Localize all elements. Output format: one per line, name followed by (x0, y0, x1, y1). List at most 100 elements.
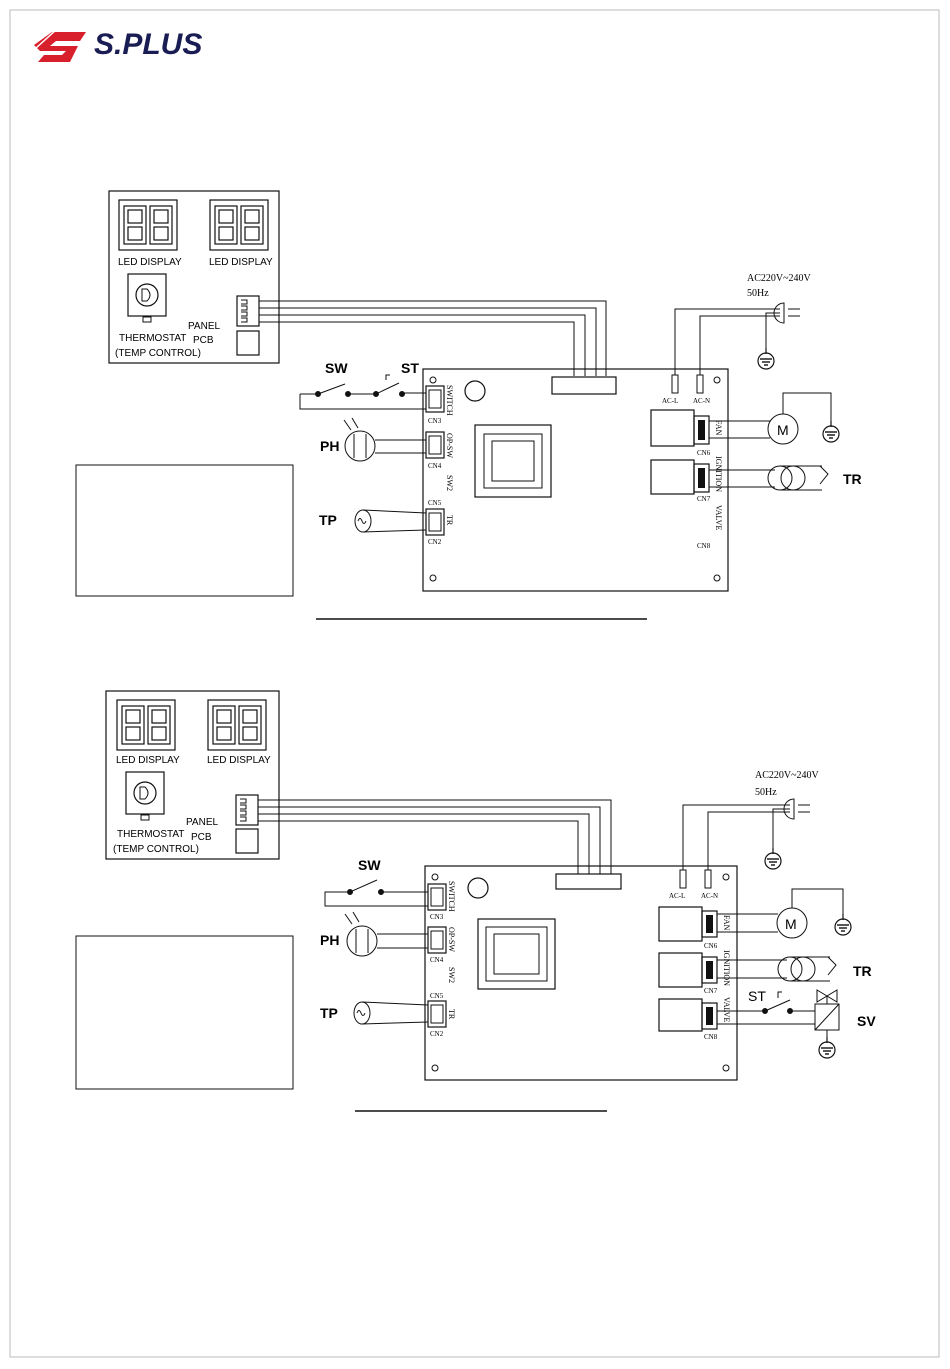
ac-n-label: AC-N (701, 892, 718, 900)
brand-name: S.PLUS (94, 28, 202, 61)
led-display-right (210, 200, 268, 250)
fan-label: FAN (714, 420, 723, 436)
ribbon-cable-2 (258, 799, 612, 874)
switch-label: SWITCH (445, 385, 454, 416)
sw-label: SW (325, 360, 348, 376)
cn8-label: CN8 (704, 1033, 718, 1041)
led-label-right: LED DISPLAY (207, 755, 271, 766)
board-header-connector (551, 376, 617, 395)
led-label-right: LED DISPLAY (209, 257, 273, 268)
cn7-label: CN7 (697, 495, 711, 503)
thermostat-label: THERMOSTAT (117, 829, 184, 840)
cn6-label: CN6 (704, 942, 718, 950)
cn4-label: CN4 (428, 462, 442, 470)
led-display-left (117, 700, 175, 750)
cn3-connector (425, 385, 445, 413)
cn3-label: CN3 (430, 913, 444, 921)
cn2-label: CN2 (428, 538, 442, 546)
sw-label: SW (358, 857, 381, 873)
note-box-1 (75, 464, 294, 597)
thermostat-knob (125, 771, 165, 815)
cn2-connector (427, 1000, 447, 1028)
fan-motor-2 (717, 888, 844, 939)
led-display-right (208, 700, 266, 750)
sw2-label: SW2 (447, 967, 456, 983)
ribbon-cable-1 (259, 300, 607, 376)
ac-l-label: AC-L (662, 397, 678, 405)
sv-label: SV (857, 1013, 876, 1029)
cn3-label: CN3 (428, 417, 442, 425)
cn5-label: CN5 (428, 499, 442, 507)
ignition-label: IGNITION (722, 950, 731, 986)
tr-label: TR (843, 471, 862, 487)
main-board-1: CN3 CN4 CN5 CN2 SWITCH OP-SW SW2 TR AC-L… (422, 368, 729, 592)
thermostat-sub-label: (TEMP CONTROL) (115, 348, 201, 359)
power-spec: AC220V~240V (755, 770, 820, 781)
thermostat-label: THERMOSTAT (119, 333, 186, 344)
sw-st-circuit-1 (299, 374, 426, 410)
ignition-relay (658, 952, 703, 988)
brand-logo: S.PLUS (34, 28, 202, 62)
ph-sensor-2 (344, 911, 428, 957)
fan-motor-1 (709, 392, 832, 445)
motor-label: M (777, 422, 789, 438)
sw-circuit-2 (324, 879, 428, 907)
page-border (9, 9, 940, 1358)
thermostat-knob (127, 273, 167, 317)
pcb-label: PCB (193, 335, 214, 346)
ignition-relay (650, 459, 695, 495)
fan-relay (658, 906, 703, 942)
cn2-label: CN2 (430, 1030, 444, 1038)
cn2-connector (425, 508, 445, 536)
power-frequency: 50Hz (747, 288, 769, 299)
ph-label: PH (320, 438, 339, 454)
valve-label: VALVE (714, 505, 723, 530)
pcb-label: PCB (191, 832, 212, 843)
ignition-transformer-2 (717, 956, 837, 982)
cn3-connector (427, 883, 447, 911)
ignition-label: IGNITION (714, 456, 723, 492)
panel-connector (235, 794, 259, 826)
panel-label: PANEL (186, 817, 218, 828)
led-label-left: LED DISPLAY (116, 755, 180, 766)
valve-label: VALVE (722, 997, 731, 1022)
power-frequency: 50Hz (755, 787, 777, 798)
tr-label: TR (853, 963, 872, 979)
board-transformer (474, 424, 552, 498)
op-sw-label: OP-SW (447, 927, 456, 952)
fan-relay (650, 409, 695, 447)
tp-label: TP (320, 1005, 338, 1021)
fan-label: FAN (722, 915, 731, 931)
ph-label: PH (320, 932, 339, 948)
tp-sensor-1 (354, 509, 427, 533)
led-display-left (119, 200, 177, 250)
st-label: ST (748, 988, 766, 1004)
solenoid-valve-circuit (717, 989, 840, 1037)
tp-label: TP (319, 512, 337, 528)
diagram-2: LED DISPLAY LED DISPLAY THERMOSTAT (TEMP… (75, 690, 876, 1112)
ac-n-label: AC-N (693, 397, 710, 405)
ac-power-1 (674, 302, 800, 375)
thermostat-sub-label: (TEMP CONTROL) (113, 844, 199, 855)
ac-l-label: AC-L (669, 892, 685, 900)
main-board-2: CN3 CN4 CN5 CN2 SWITCH OP-SW SW2 TR AC-L… (424, 865, 738, 1081)
tr-connector-label: TR (447, 1009, 456, 1020)
cn4-connector (425, 431, 445, 459)
tp-sensor-2 (353, 1001, 429, 1025)
cn7-label: CN7 (704, 987, 718, 995)
tr-connector-label: TR (445, 515, 454, 526)
panel-pcb-2: LED DISPLAY LED DISPLAY THERMOSTAT (TEMP… (105, 690, 280, 860)
led-label-left: LED DISPLAY (118, 257, 182, 268)
st-label: ST (401, 360, 419, 376)
board-header-connector (555, 873, 622, 890)
cn5-label: CN5 (430, 992, 444, 1000)
panel-label: PANEL (188, 321, 220, 332)
panel-connector (236, 295, 260, 327)
ignition-transformer-1 (709, 465, 829, 491)
panel-pcb-1: LED DISPLAY LED DISPLAY THERMOSTAT (TEMP… (108, 190, 280, 364)
power-spec: AC220V~240V (747, 273, 812, 284)
diagram-1: LED DISPLAY LED DISPLAY THERMOSTAT (TEMP… (75, 190, 862, 620)
valve-relay (658, 998, 703, 1032)
sw2-label: SW2 (445, 475, 454, 491)
